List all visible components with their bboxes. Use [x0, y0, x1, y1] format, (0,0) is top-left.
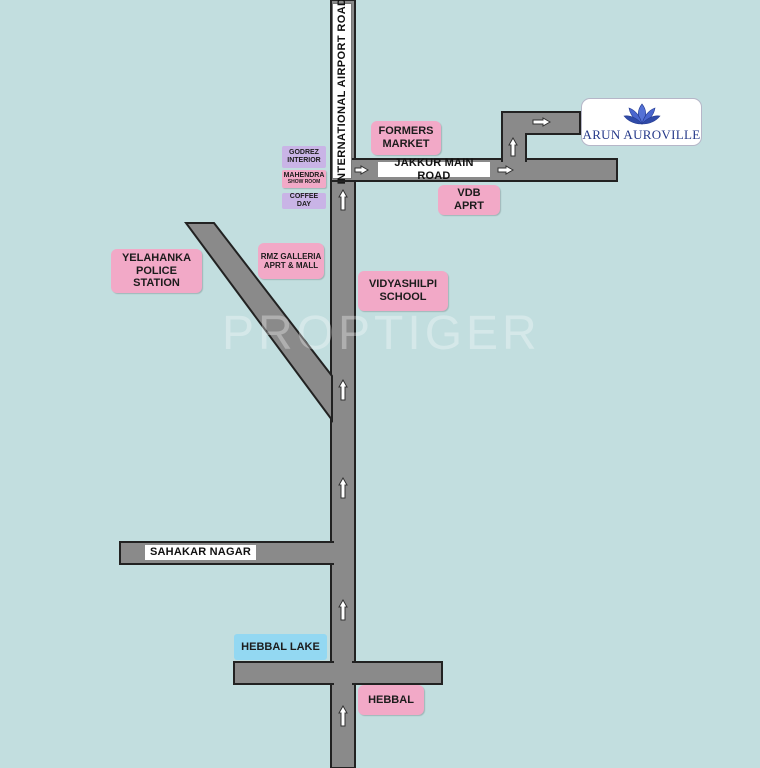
arrow-icon	[338, 476, 348, 499]
project-logo: ARUN AUROVILLE	[581, 98, 702, 146]
arrow-icon	[532, 117, 552, 127]
show-room-text: SHOW ROOM	[287, 179, 321, 186]
yelahanka-police-station-label: YELAHANKA POLICE STATION	[111, 249, 202, 293]
arrow-icon	[338, 704, 348, 727]
lotus-icon	[623, 103, 661, 125]
arrow-icon	[338, 378, 348, 401]
watermark: PROPTIGER	[222, 307, 541, 360]
airport-road-text: INTERNATIONAL AIRPORT ROAD	[336, 0, 348, 185]
godrez-interior-label: GODREZ INTERIOR	[282, 146, 326, 168]
mahendra-show-room-label: MAHENDRA SHOW ROOM	[282, 170, 326, 188]
project-access-road	[501, 111, 581, 162]
arrow-icon	[497, 165, 515, 175]
arrow-icon	[508, 136, 518, 157]
arrow-icon	[354, 165, 370, 175]
airport-road-label: INTERNATIONAL AIRPORT ROAD	[332, 0, 352, 184]
mahendra-text: MAHENDRA	[283, 172, 325, 180]
coffee-day-label: COFFEE DAY	[282, 193, 326, 209]
jakkur-main-road-label: JAKKUR MAIN ROAD	[378, 157, 490, 182]
project-name: ARUN AUROVILLE	[582, 127, 701, 142]
diagonal-road	[184, 222, 333, 424]
hebbal-lake-label: HEBBAL LAKE	[234, 634, 327, 660]
rmz-galleria-label: RMZ GALLERIA APRT & MALL	[258, 243, 324, 279]
arrow-icon	[338, 598, 348, 621]
formers-market-label: FORMERS MARKET	[371, 121, 441, 155]
sahakar-nagar-label: SAHAKAR NAGAR	[145, 545, 256, 560]
arrow-icon	[338, 188, 348, 211]
vidyashilpi-school-label: VIDYASHILPI SCHOOL	[358, 271, 448, 311]
hebbal-label: HEBBAL	[358, 685, 424, 715]
vdb-aprt-label: VDB APRT	[438, 185, 500, 215]
